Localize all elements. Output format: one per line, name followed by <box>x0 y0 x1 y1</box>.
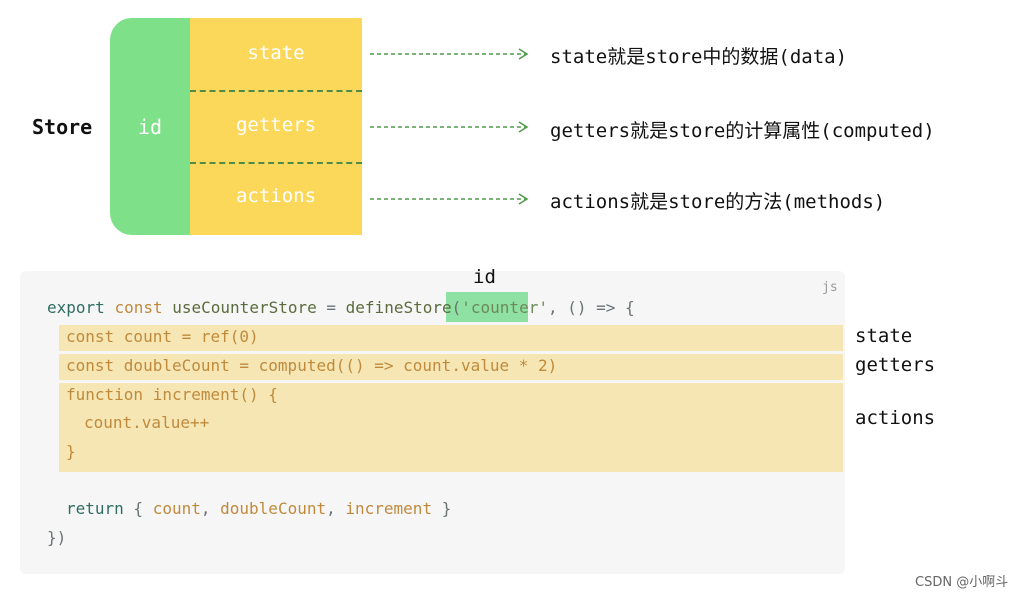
watermark: CSDN @小啊斗 <box>915 575 1009 590</box>
state-cell: state <box>247 42 305 64</box>
return-increment: increment <box>345 499 433 518</box>
code-line-end: }) <box>47 528 67 547</box>
actions-description: actions就是store的方法(methods) <box>550 191 886 213</box>
code-line-state: const count = ref(0) <box>66 327 259 346</box>
comma: , <box>326 499 346 518</box>
brace-close: } <box>432 499 452 518</box>
side-label-actions: actions <box>855 407 936 429</box>
return-double-count: doubleCount <box>220 499 327 518</box>
code-line-1-rest: , () => { <box>547 298 635 317</box>
state-description: state就是store中的数据(data) <box>550 46 848 68</box>
state-arrow <box>370 48 529 60</box>
actions-arrow <box>370 193 529 205</box>
getters-description: getters就是store的计算属性(computed) <box>550 120 935 142</box>
store-name: useCounterStore <box>172 298 317 317</box>
brace-open: { <box>123 499 153 518</box>
keyword-return: return <box>66 499 124 518</box>
code-line-increment: count.value++ <box>84 413 210 432</box>
store-parts-column: state getters actions <box>190 18 362 235</box>
getters-cell: getters <box>235 114 317 136</box>
code-line-return: return { count, doubleCount, increment } <box>66 499 451 518</box>
comma: , <box>200 499 221 518</box>
operator-eq: = <box>316 298 346 317</box>
actions-cell: actions <box>235 185 317 207</box>
id-annotation: id <box>473 266 496 288</box>
code-line-1: export const useCounterStore = defineSto… <box>47 298 635 317</box>
side-label-getters: getters <box>855 354 936 376</box>
define-store-fn: defineStore <box>345 298 452 317</box>
code-line-function: function increment() { <box>66 385 278 404</box>
id-label: id <box>137 115 163 139</box>
return-count: count <box>152 499 201 518</box>
code-line-getters: const doubleCount = computed(() => count… <box>66 356 558 375</box>
actions-highlight <box>59 383 843 472</box>
paren-open: ( <box>451 298 462 317</box>
store-label: Store <box>32 115 93 139</box>
divider <box>190 162 362 164</box>
keyword-export: export <box>47 298 105 317</box>
getters-arrow <box>370 121 529 133</box>
id-highlight <box>446 292 528 322</box>
getters-highlight <box>59 354 843 380</box>
id-column: id <box>110 18 190 235</box>
language-badge: js <box>822 280 838 295</box>
keyword-const: const <box>114 298 163 317</box>
state-highlight <box>59 325 843 351</box>
store-id-string: 'counter' <box>461 298 548 317</box>
side-label-state: state <box>855 325 913 347</box>
store-structure: id state getters actions <box>110 18 362 235</box>
divider <box>190 90 362 92</box>
code-line-close-brace: } <box>66 442 76 461</box>
